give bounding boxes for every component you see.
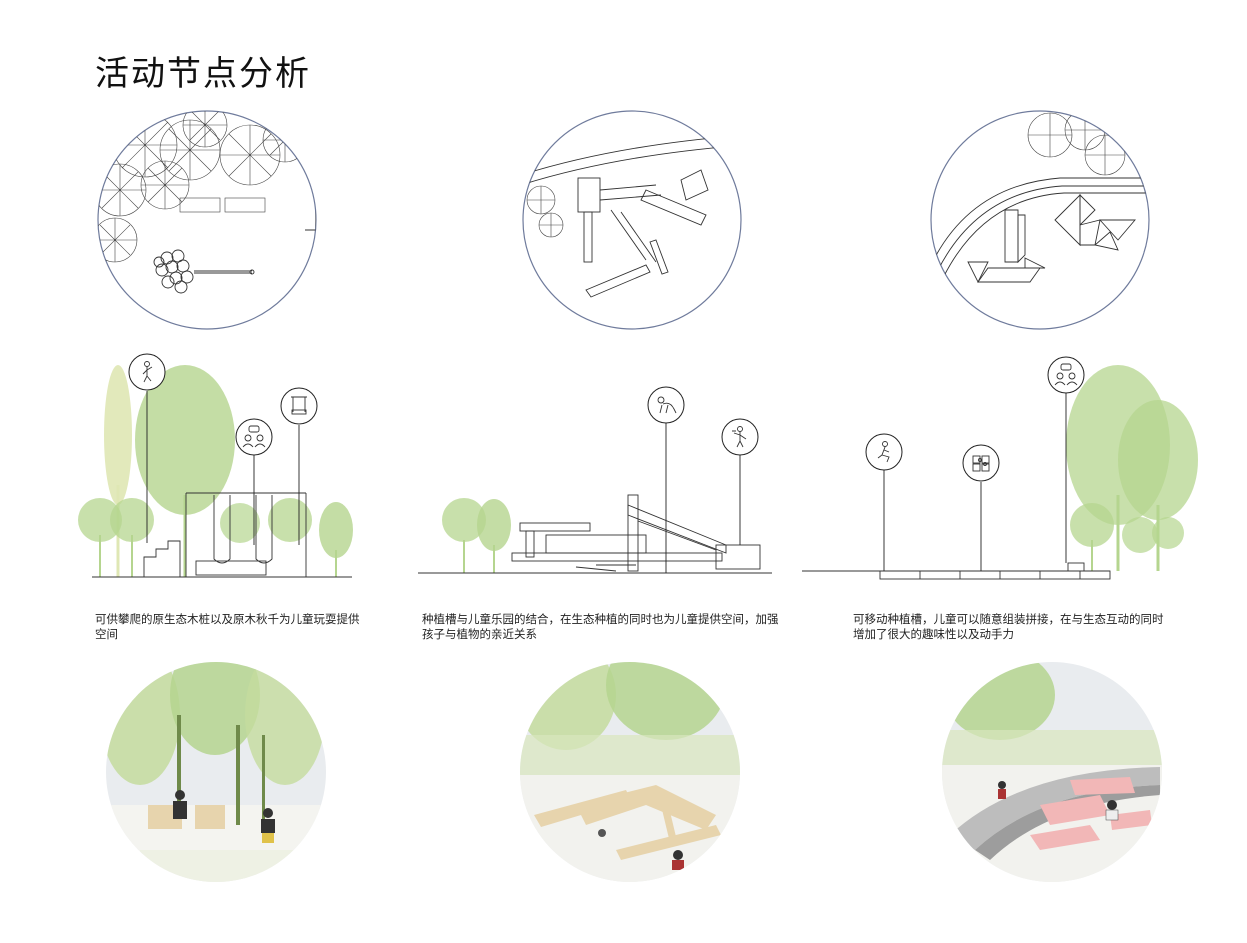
caption-1: 可供攀爬的原生态木桩以及原木秋千为儿童玩耍提供空间 (95, 612, 360, 641)
tree-elevation (442, 498, 511, 573)
perspective-render-2 (520, 662, 740, 882)
panel-planter-playground: 种植槽与儿童乐园的结合，在生态种植的同时也为儿童提供空间，加强孩子与植物的亲近关… (416, 0, 816, 943)
caption-3: 可移动种植槽，儿童可以随意组装拼接，在与生态互动的同时增加了很大的趣味性以及动手… (853, 612, 1164, 641)
climbing-person-icon (142, 361, 153, 383)
child-figure (173, 790, 275, 843)
plan-view-circle-1 (97, 110, 317, 330)
elevation-view-1 (78, 353, 353, 578)
plan-view-circle-2 (522, 110, 742, 330)
swing-frame-elevation (143, 492, 307, 577)
children-chat-icon (1054, 363, 1078, 386)
panel-climb-swing: 可供攀爬的原生态木桩以及原木秋千为儿童玩耍提供空间 (0, 0, 400, 943)
panel-movable-planters: 可移动种植槽，儿童可以随意组装拼接，在与生态互动的同时增加了很大的趣味性以及动手… (800, 0, 1200, 943)
elevation-view-2 (418, 386, 772, 574)
stump-cluster-plan (153, 249, 255, 294)
swing-icon (291, 396, 307, 415)
tree-elevation (78, 365, 353, 577)
page-title: 活动节点分析 (95, 54, 311, 94)
sitting-child-icon (877, 441, 890, 463)
tree-elevation (1066, 365, 1198, 571)
perspective-render-1 (106, 662, 326, 882)
path-curve-plan (931, 177, 1149, 277)
crawling-child-icon (657, 396, 677, 414)
tangram-planters-plan (967, 193, 1136, 284)
perspective-render-3 (942, 662, 1162, 882)
caption-2: 种植槽与儿童乐园的结合，在生态种植的同时也为儿童提供空间，加强孩子与植物的亲近关… (422, 612, 779, 641)
planter-playground-elevation (511, 494, 761, 572)
puzzle-icon (972, 455, 990, 472)
children-chat-icon (242, 425, 266, 448)
plan-view-circle-3 (930, 110, 1150, 330)
elevation-view-3 (802, 356, 1198, 580)
gardening-child-icon (732, 426, 747, 448)
